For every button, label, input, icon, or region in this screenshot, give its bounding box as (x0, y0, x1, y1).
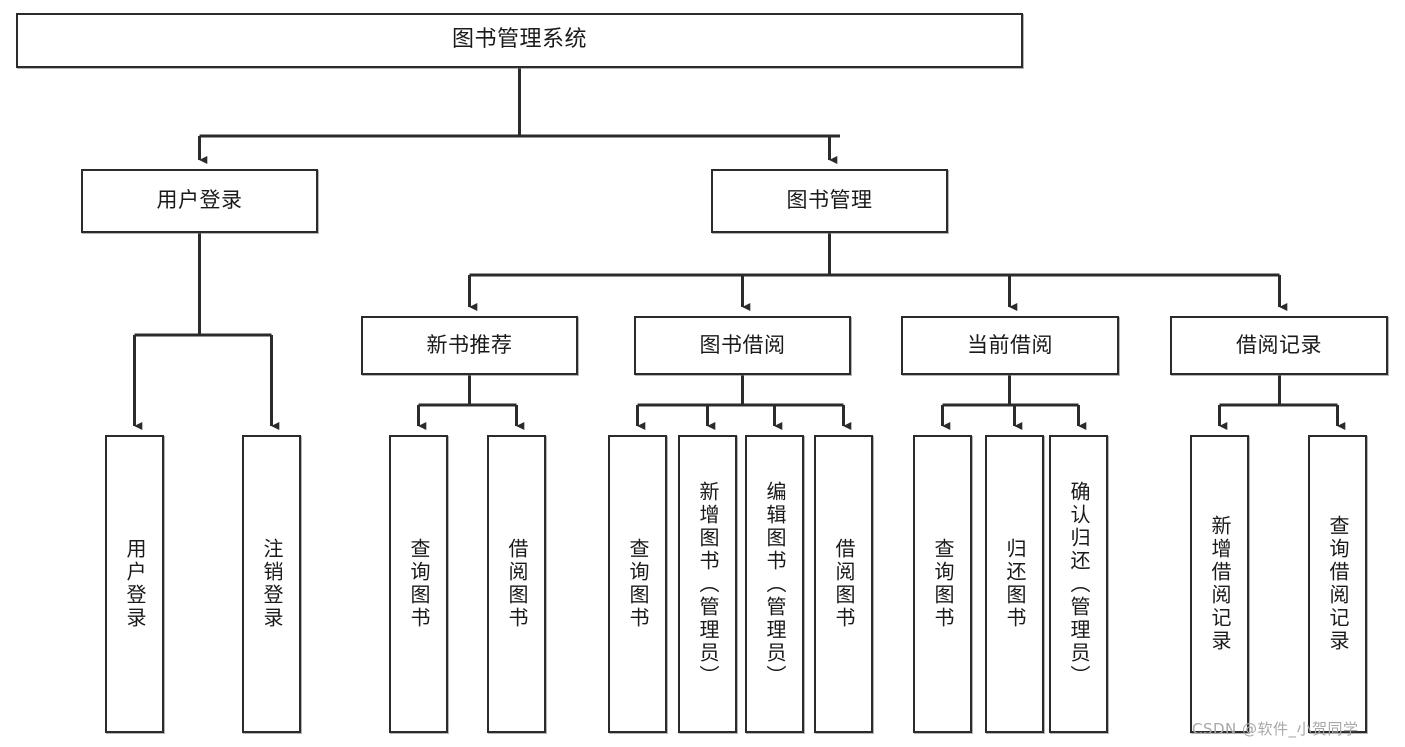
node-leaf-user-login[interactable]: 用户登录 (105, 435, 164, 733)
node-leaf-query-book-2[interactable]: 查询图书 (608, 435, 667, 733)
node-current-borrow-label: 当前借阅 (967, 332, 1053, 357)
node-leaf-user-logout[interactable]: 注销登录 (242, 435, 301, 733)
node-borrow-record-label: 借阅记录 (1236, 332, 1322, 357)
node-user-login[interactable]: 用户登录 (81, 169, 318, 233)
node-leaf-borrow-book-2-label: 借阅图书 (832, 538, 856, 630)
node-book-borrow[interactable]: 图书借阅 (634, 316, 851, 375)
node-root[interactable]: 图书管理系统 (16, 13, 1023, 68)
node-leaf-query-book-3-label: 查询图书 (931, 538, 955, 630)
node-leaf-query-book-3[interactable]: 查询图书 (913, 435, 972, 733)
node-leaf-query-book-1[interactable]: 查询图书 (389, 435, 448, 733)
node-leaf-query-book-1-label: 查询图书 (407, 538, 431, 630)
node-new-book-rec[interactable]: 新书推荐 (361, 316, 578, 375)
node-leaf-add-book-label: 新增图书（管理员） (696, 480, 720, 688)
node-root-label: 图书管理系统 (451, 27, 587, 53)
node-new-book-rec-label: 新书推荐 (426, 332, 513, 357)
node-leaf-edit-book-label: 编辑图书（管理员） (763, 480, 787, 688)
node-book-manage-label: 图书管理 (786, 188, 873, 213)
csdn-watermark: CSDN @软件_小贺同学 (1192, 720, 1359, 738)
node-leaf-query-book-2-label: 查询图书 (626, 538, 650, 630)
node-current-borrow[interactable]: 当前借阅 (901, 316, 1119, 375)
node-leaf-confirm-return-label: 确认归还（管理员） (1067, 480, 1091, 688)
node-leaf-borrow-book-1-label: 借阅图书 (505, 538, 529, 630)
node-leaf-query-record[interactable]: 查询借阅记录 (1308, 435, 1367, 733)
node-leaf-borrow-book-2[interactable]: 借阅图书 (814, 435, 873, 733)
node-user-login-label: 用户登录 (156, 188, 243, 213)
node-leaf-user-login-label: 用户登录 (123, 538, 147, 630)
node-borrow-record[interactable]: 借阅记录 (1170, 316, 1388, 375)
node-leaf-query-record-label: 查询借阅记录 (1326, 515, 1350, 653)
node-leaf-confirm-return[interactable]: 确认归还（管理员） (1049, 435, 1108, 733)
node-leaf-add-book[interactable]: 新增图书（管理员） (678, 435, 737, 733)
node-leaf-borrow-book-1[interactable]: 借阅图书 (487, 435, 546, 733)
node-leaf-edit-book[interactable]: 编辑图书（管理员） (745, 435, 804, 733)
node-book-borrow-label: 图书借阅 (699, 332, 786, 357)
node-book-manage[interactable]: 图书管理 (711, 169, 948, 233)
node-leaf-add-record[interactable]: 新增借阅记录 (1190, 435, 1249, 733)
node-leaf-user-logout-label: 注销登录 (260, 538, 284, 630)
node-leaf-return-book-label: 归还图书 (1003, 538, 1027, 630)
node-leaf-return-book[interactable]: 归还图书 (985, 435, 1044, 733)
node-leaf-add-record-label: 新增借阅记录 (1208, 515, 1232, 653)
